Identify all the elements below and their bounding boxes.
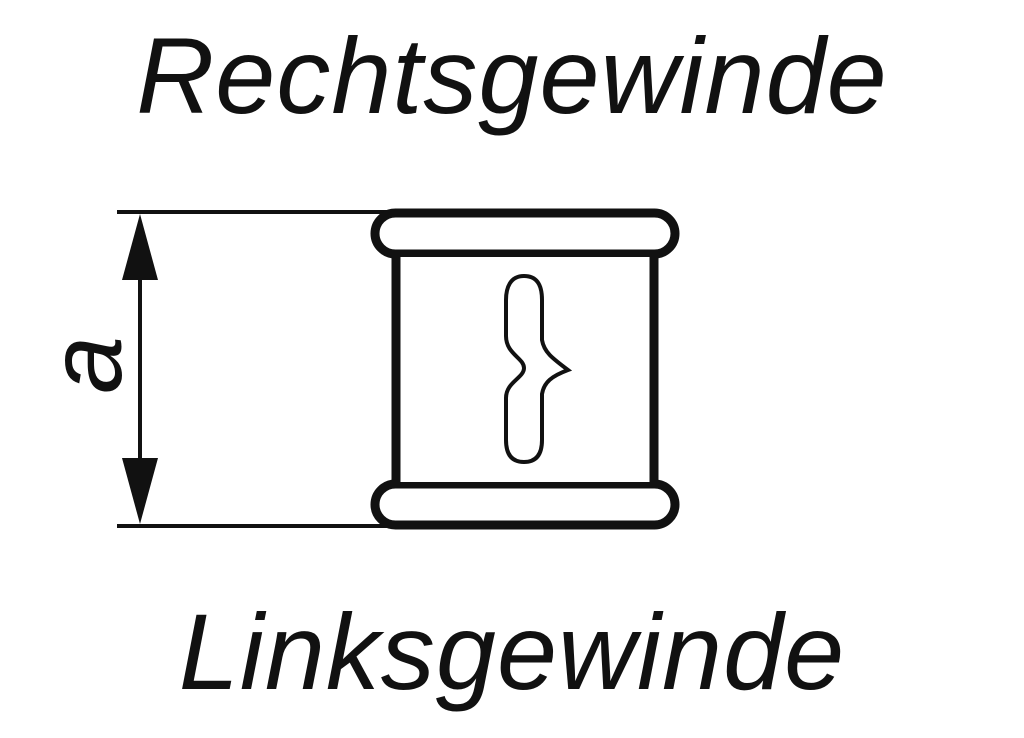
coupling-bottom-bead (370, 479, 680, 530)
dimension-label: a (28, 336, 144, 394)
coupling-rib-marking (504, 273, 573, 465)
coupling-top-bead (370, 208, 680, 259)
thread-coupling-icon (370, 208, 680, 530)
right-hand-thread-label: Rechtsgewinde (136, 15, 888, 136)
dimension-arrow-icon (122, 214, 158, 524)
left-hand-thread-label: Linksgewinde (178, 591, 846, 712)
